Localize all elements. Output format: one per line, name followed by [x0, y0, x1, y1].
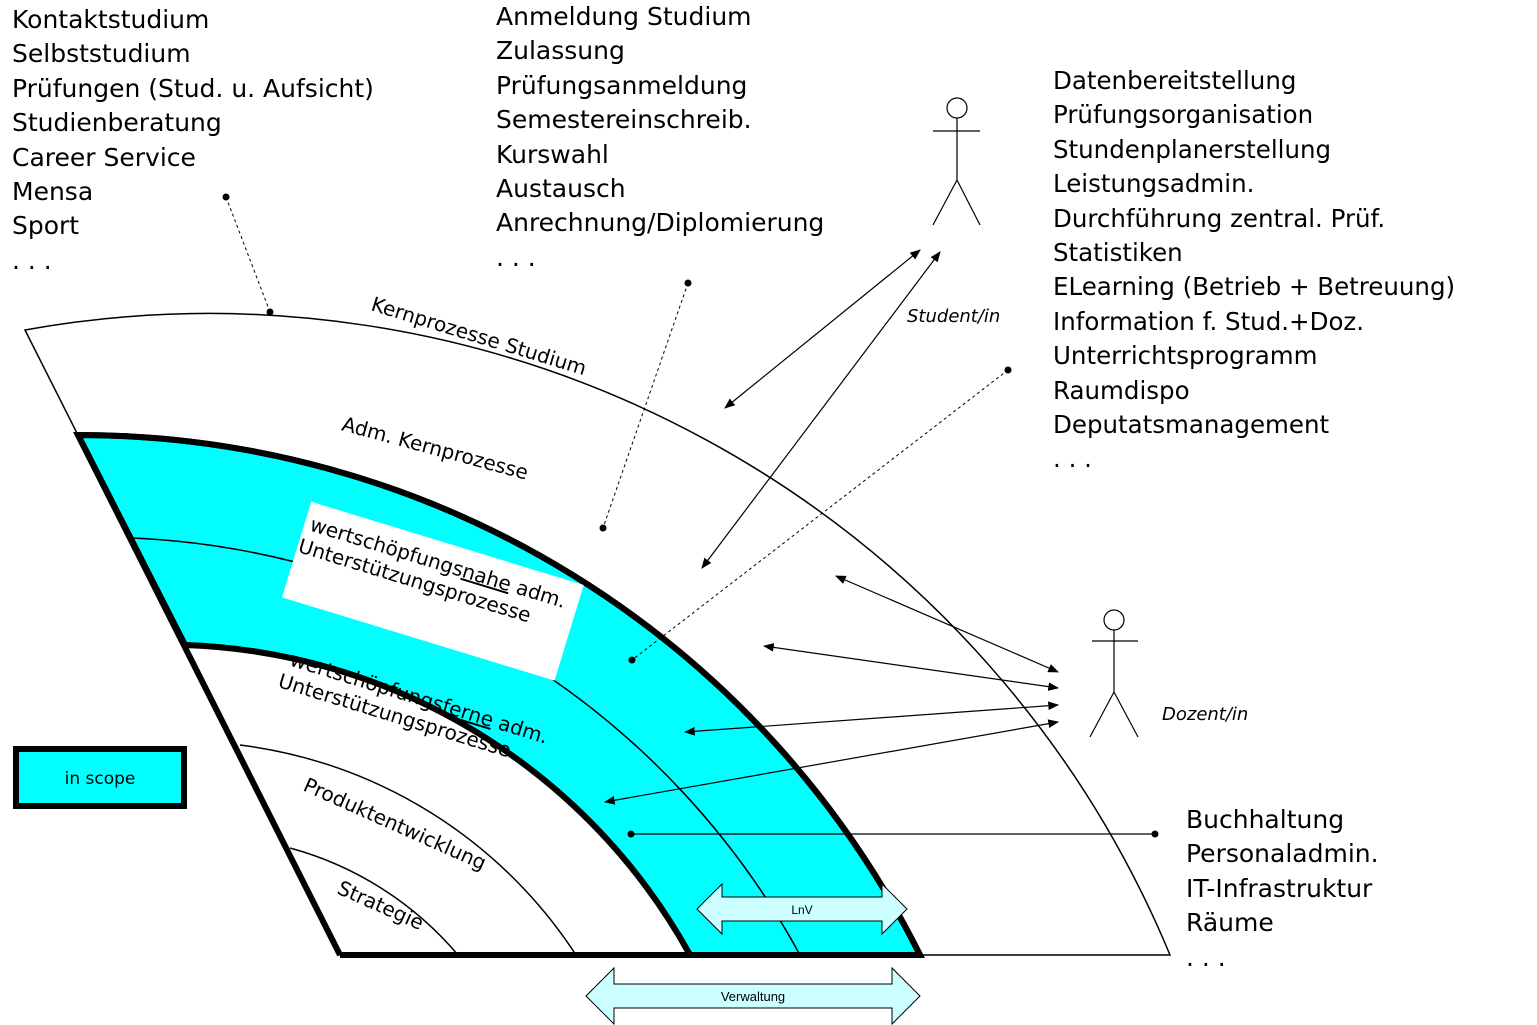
- list-unterstuetzung-ferne: Buchhaltung Personaladmin. IT-Infrastruk…: [1186, 803, 1379, 975]
- verwaltung-label: Verwaltung: [721, 989, 785, 1004]
- list-kernprozesse-studium: Kontaktstudium Selbststudium Prüfungen (…: [12, 3, 374, 278]
- list-item: Raumdispo: [1053, 375, 1190, 405]
- lnv-arrow: LnV: [696, 882, 908, 936]
- legend-in-scope-label: in scope: [65, 769, 136, 789]
- list-item: Anrechnung/Diplomierung: [496, 208, 825, 238]
- divider-produkt: [239, 744, 577, 956]
- list-item: Deputatsmanagement: [1053, 410, 1330, 440]
- dot: [628, 656, 636, 664]
- arrow-student-nahe: [701, 251, 941, 569]
- arrow-dozent-adm: [762, 643, 1060, 691]
- list-item: Personaladmin.: [1186, 839, 1379, 869]
- list-item: Leistungsadmin.: [1053, 169, 1255, 199]
- student-label: Student/in: [907, 306, 1000, 327]
- list-item: . . .: [12, 245, 52, 275]
- list-item: Prüfungen (Stud. u. Aufsicht): [12, 73, 374, 103]
- list-item: . . .: [496, 242, 536, 272]
- arrow-dozent-ferne: [603, 719, 1060, 805]
- list-item: Datenbereitstellung: [1053, 66, 1297, 95]
- list-item: Selbststudium: [12, 39, 191, 69]
- list-item: Austausch: [496, 174, 626, 204]
- list-item: Sport: [12, 211, 80, 241]
- legend-in-scope: in scope: [13, 746, 187, 809]
- list-item: Durchführung zentral. Prüf.: [1053, 203, 1386, 233]
- dozent-icon: [1089, 609, 1139, 738]
- dot: [599, 524, 607, 532]
- list-item: Semestereinschreib.: [496, 105, 752, 135]
- divider-strategie: [289, 847, 459, 956]
- list-item: Zulassung: [496, 36, 625, 66]
- dot: [266, 308, 274, 316]
- verwaltung-arrow: Verwaltung: [585, 966, 921, 1025]
- dot: [222, 193, 230, 201]
- list-item: Prüfungsanmeldung: [496, 70, 748, 100]
- dotted-connector-studium: [225, 196, 271, 313]
- list-item: Stundenplanerstellung: [1053, 134, 1332, 164]
- dot: [1004, 366, 1012, 374]
- dozent-label: Dozent/in: [1162, 704, 1248, 725]
- list-item: Buchhaltung: [1186, 805, 1345, 834]
- lnv-label: LnV: [791, 903, 812, 917]
- list-item: Unterrichtsprogramm: [1053, 341, 1318, 371]
- list-item: Career Service: [12, 142, 196, 172]
- list-item: Prüfungsorganisation: [1053, 100, 1314, 130]
- dotted-connector-support: [631, 369, 1009, 661]
- list-item: . . .: [1186, 942, 1226, 972]
- dot: [627, 830, 635, 838]
- list-item: . . .: [1053, 444, 1092, 474]
- list-item: Studienberatung: [12, 108, 222, 138]
- dot: [684, 279, 692, 287]
- list-item: Mensa: [12, 177, 94, 207]
- student-icon: [932, 97, 981, 226]
- list-item: Statistiken: [1053, 238, 1183, 268]
- list-item: Räume: [1186, 908, 1274, 938]
- list-item: IT-Infrastruktur: [1186, 873, 1373, 903]
- left-edge: [75, 433, 343, 957]
- list-item: Anmeldung Studium: [496, 2, 752, 31]
- list-item: Information f. Stud.+Doz.: [1053, 306, 1365, 336]
- list-item: Kontaktstudium: [12, 5, 210, 34]
- list-item: ELearning (Betrieb + Betreuung): [1053, 272, 1456, 302]
- list-unterstuetzung-nahe: Datenbereitstellung Prüfungsorganisation…: [1053, 64, 1455, 477]
- list-adm-kernprozesse: Anmeldung Studium Zulassung Prüfungsanme…: [496, 0, 824, 275]
- list-item: Kurswahl: [496, 139, 609, 169]
- dotted-connector-admin: [602, 282, 689, 529]
- dot: [1151, 830, 1159, 838]
